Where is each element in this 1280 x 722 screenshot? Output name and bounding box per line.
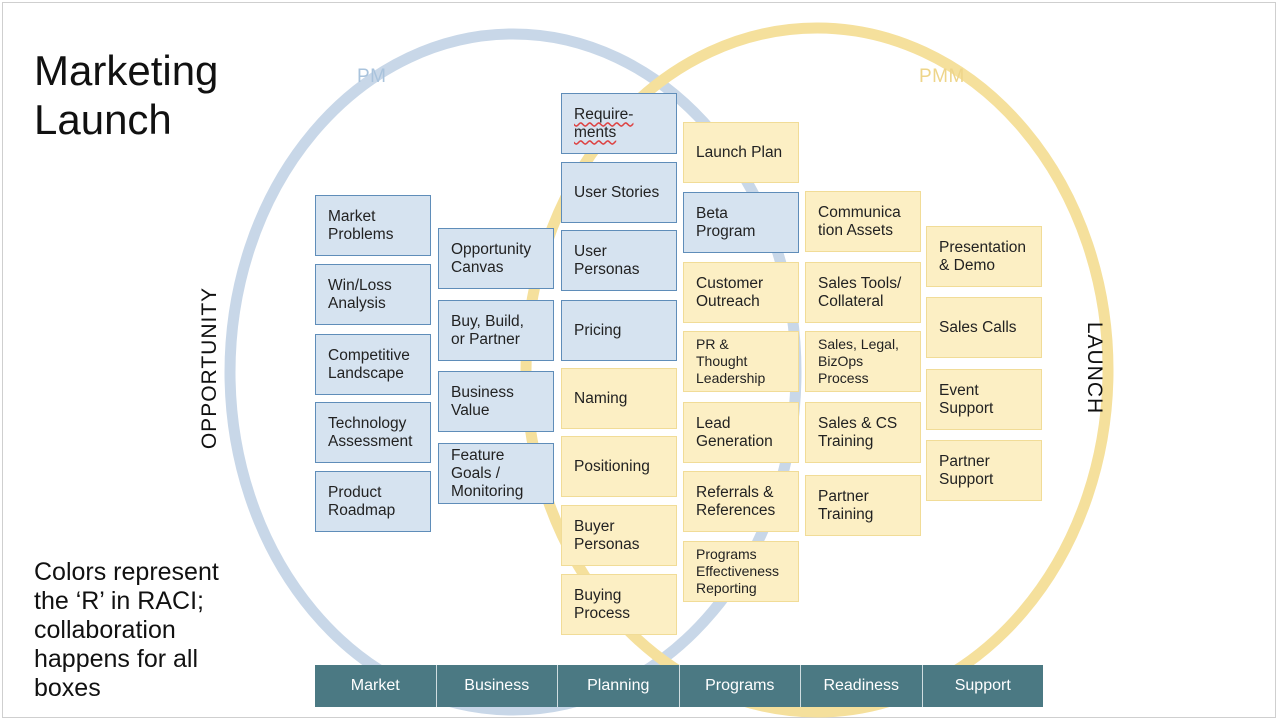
page-title: Marketing Launch: [34, 47, 219, 143]
activity-box-support-3: Event Support: [926, 369, 1042, 430]
opportunity-label: OPPORTUNITY: [198, 286, 221, 450]
activity-box-business-3: Business Value: [438, 371, 554, 432]
activity-box-readiness-1: Communica tion Assets: [805, 191, 921, 252]
activity-box-planning-1: Require- ments: [561, 93, 677, 154]
activity-box-readiness-4: Sales & CS Training: [805, 402, 921, 463]
activity-box-programs-4: PR & Thought Leadership: [683, 331, 799, 392]
phase-readiness: Readiness: [801, 665, 923, 707]
activity-box-programs-7: Programs Effectiveness Reporting: [683, 541, 799, 602]
activity-box-readiness-2: Sales Tools/ Collateral: [805, 262, 921, 323]
activity-box-market-3: Competitive Landscape: [315, 334, 431, 395]
activity-box-readiness-5: Partner Training: [805, 475, 921, 536]
color-legend-note: Colors represent the ‘R’ in RACI; collab…: [34, 558, 219, 702]
activity-box-planning-3: User Personas: [561, 230, 677, 291]
activity-box-support-2: Sales Calls: [926, 297, 1042, 358]
phase-support: Support: [922, 665, 1043, 707]
activity-box-programs-1: Launch Plan: [683, 122, 799, 183]
activity-box-planning-5: Naming: [561, 368, 677, 429]
activity-box-programs-5: Lead Generation: [683, 402, 799, 463]
activity-box-business-1: Opportunity Canvas: [438, 228, 554, 289]
activity-box-market-1: Market Problems: [315, 195, 431, 256]
activity-box-programs-3: Customer Outreach: [683, 262, 799, 323]
activity-box-support-4: Partner Support: [926, 440, 1042, 501]
activity-box-support-1: Presentation & Demo: [926, 226, 1042, 287]
activity-box-planning-2: User Stories: [561, 162, 677, 223]
phase-business: Business: [436, 665, 558, 707]
activity-box-planning-4: Pricing: [561, 300, 677, 361]
activity-box-planning-8: Buying Process: [561, 574, 677, 635]
activity-box-business-4: Feature Goals / Monitoring: [438, 443, 554, 504]
phase-planning: Planning: [558, 665, 680, 707]
activity-box-market-5: Product Roadmap: [315, 471, 431, 532]
activity-box-market-4: Technology Assessment: [315, 402, 431, 463]
activity-box-planning-7: Buyer Personas: [561, 505, 677, 566]
phase-bar: Market Business Planning Programs Readin…: [315, 665, 1043, 707]
activity-box-programs-6: Referrals & References: [683, 471, 799, 532]
phase-programs: Programs: [679, 665, 801, 707]
pm-circle-label: PM: [357, 66, 387, 87]
activity-box-market-2: Win/Loss Analysis: [315, 264, 431, 325]
pmm-circle: [520, 22, 1114, 718]
activity-box-planning-6: Positioning: [561, 436, 677, 497]
activity-box-readiness-3: Sales, Legal, BizOps Process: [805, 331, 921, 392]
launch-label: LAUNCH: [1083, 321, 1106, 415]
phase-market: Market: [315, 665, 437, 707]
activity-box-programs-2: Beta Program: [683, 192, 799, 253]
pmm-circle-label: PMM: [919, 66, 965, 87]
activity-box-business-2: Buy, Build, or Partner: [438, 300, 554, 361]
